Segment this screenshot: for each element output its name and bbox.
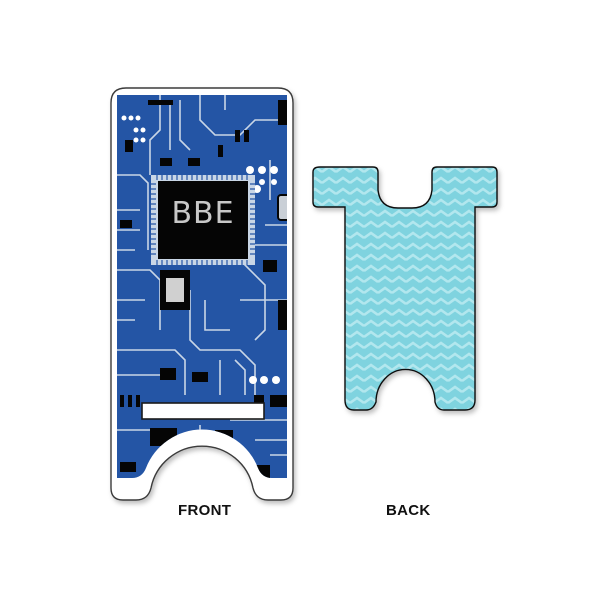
front-label: FRONT [178, 502, 232, 519]
monogram-text: BBE [171, 196, 235, 231]
phone-slot [141, 402, 265, 420]
monogram-chip [151, 175, 255, 265]
back-stand-piece [312, 166, 498, 411]
back-label: BACK [386, 502, 431, 519]
front-stand-piece [110, 87, 294, 501]
circuit-board-pattern [117, 95, 287, 478]
